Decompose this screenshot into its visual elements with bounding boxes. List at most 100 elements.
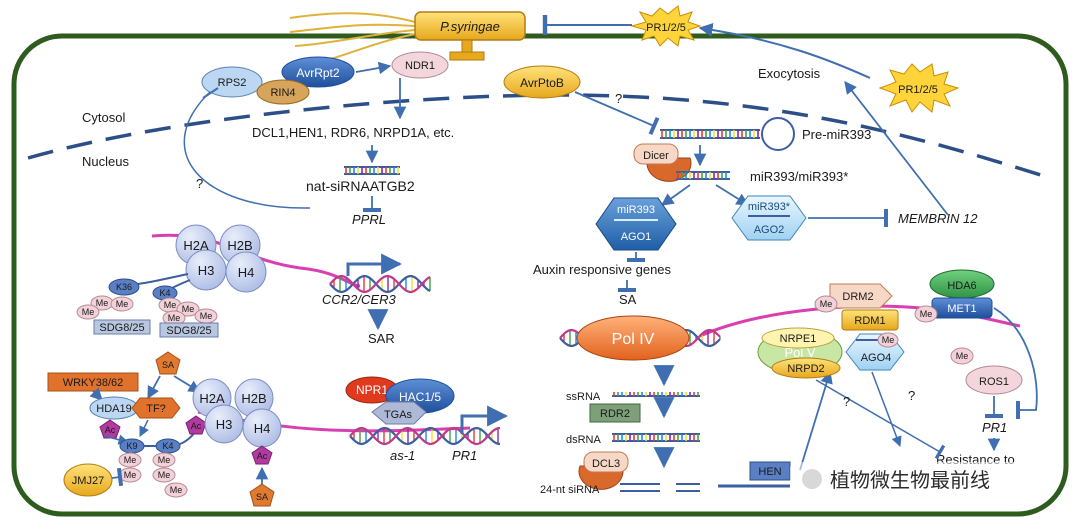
svg-text:Me: Me <box>920 309 933 319</box>
svg-text:TF?: TF? <box>146 403 166 415</box>
svg-text:ROS1: ROS1 <box>979 376 1009 388</box>
k4-top-label: K4 <box>159 288 170 298</box>
me-group-top-left: Me Me Me <box>76 295 134 320</box>
auxin-label: Auxin responsive genes <box>533 262 672 277</box>
pr-star-right-label: PR1/2/5 <box>898 84 938 96</box>
helix-strand <box>349 426 501 446</box>
svg-text:WRKY38/62: WRKY38/62 <box>63 377 124 389</box>
svg-text:SDG8/25: SDG8/25 <box>166 325 211 337</box>
ros1: ROS1 <box>965 365 1023 395</box>
nat-sirna-label: nat-siRNAATGB2 <box>306 178 415 194</box>
me-group-top-right: Me Me Me Me <box>158 297 218 326</box>
svg-text:H2A: H2A <box>199 391 225 406</box>
svg-text:NPR1: NPR1 <box>356 383 388 397</box>
svg-text:DCL3: DCL3 <box>592 458 620 470</box>
rdm1: RDM1 <box>841 309 899 331</box>
h2a-top-label: H2A <box>183 238 209 253</box>
dsrna-label: dsRNA <box>566 434 602 446</box>
pol4: Pol IV <box>576 315 690 361</box>
ago2-label: AGO2 <box>754 224 785 236</box>
k4-bot-mark: K4 <box>155 438 181 454</box>
nat-sirna-duplex <box>344 166 400 175</box>
pr-star-top: PR1/2/5 <box>630 5 702 47</box>
svg-text:Me: Me <box>96 298 109 308</box>
pathogen-label: P.syringae <box>440 19 500 34</box>
sar-label: SAR <box>368 331 395 346</box>
hen: HEN <box>749 461 791 481</box>
rin4-label: RIN4 <box>270 87 295 99</box>
svg-text:Me: Me <box>182 304 195 314</box>
tf-box: TF? <box>131 397 181 419</box>
ccr2-transcription-arrow <box>346 253 403 276</box>
sdg-right: SDG8/25 <box>159 322 219 338</box>
rps2-label: RPS2 <box>218 77 247 89</box>
drm2: DRM2 <box>829 283 893 309</box>
svg-text:DRM2: DRM2 <box>842 291 873 303</box>
svg-text:Me: Me <box>164 300 177 310</box>
to-ago2-arrow <box>715 184 750 206</box>
svg-text:K9: K9 <box>126 441 137 451</box>
svg-text:HDA6: HDA6 <box>947 280 976 292</box>
helix-strand <box>329 274 431 294</box>
svg-text:Me: Me <box>820 299 833 309</box>
svg-text:K4: K4 <box>162 441 173 451</box>
svg-text:H2B: H2B <box>241 391 266 406</box>
k9-mark: K9 <box>119 438 145 454</box>
svg-text:RDM1: RDM1 <box>854 315 885 327</box>
chromatin-rddm <box>699 304 1021 338</box>
svg-text:Me: Me <box>158 470 171 480</box>
nucleus-label: Nucleus <box>82 154 129 169</box>
me-ago4: Me <box>877 332 899 348</box>
avrrpt2-to-ndr1 <box>355 61 392 75</box>
wrky-box: WRKY38/62 <box>47 372 139 392</box>
avrptob-label: AvrPtoB <box>520 76 564 90</box>
svg-text:HDA19: HDA19 <box>96 403 131 415</box>
dcl3: DCL3 <box>578 451 629 490</box>
h4-top-label: H4 <box>238 265 255 280</box>
met1: MET1 <box>931 297 993 319</box>
svg-text:Me: Me <box>82 307 95 317</box>
dna-helix-pr1 <box>349 426 501 446</box>
membrin-label: MEMBRIN 12 <box>898 211 978 226</box>
svg-text:Me: Me <box>170 485 183 495</box>
pathogen-p-syringae: P.syringae <box>414 11 526 61</box>
ndr1: NDR1 <box>391 51 449 79</box>
svg-text:Me: Me <box>124 470 137 480</box>
svg-text:AGO4: AGO4 <box>861 352 892 364</box>
sa-mid-label: SA <box>619 292 637 307</box>
avrrpt2-label: AvrRpt2 <box>296 66 339 80</box>
ago1-complex: miR393 AGO1 <box>595 197 677 251</box>
pr1-right-label: PR1 <box>982 420 1007 435</box>
dna-helix-ccr2 <box>329 274 431 294</box>
rps2-complex: RPS2 AvrRpt2 RIN4 <box>201 56 355 105</box>
svg-text:Ac: Ac <box>191 421 202 431</box>
q-rddm-left: ? <box>843 394 850 409</box>
jmj27: JMJ27 <box>63 463 113 497</box>
pre-mir393-label: Pre-miR393 <box>802 127 871 142</box>
mir393-duplex <box>676 171 730 180</box>
svg-text:Me: Me <box>168 313 181 323</box>
rdr2: RDR2 <box>589 403 641 423</box>
ac-mark-center: Ac <box>185 415 207 435</box>
svg-text:HEN: HEN <box>758 466 781 478</box>
helix-strand <box>329 274 431 294</box>
svg-text:SA: SA <box>162 360 174 370</box>
pre-mir393-hairpin <box>660 117 795 151</box>
svg-text:NRPE1: NRPE1 <box>780 333 817 345</box>
svg-text:HAC1/5: HAC1/5 <box>399 390 441 404</box>
svg-text:Me: Me <box>882 335 895 345</box>
svg-text:Me: Me <box>200 311 213 321</box>
svg-text:JMJ27: JMJ27 <box>72 475 104 487</box>
svg-text:SDG8/25: SDG8/25 <box>99 322 144 334</box>
avrptob: AvrPtoB <box>503 65 581 99</box>
dicer: Dicer <box>633 143 692 182</box>
svg-text:H4: H4 <box>254 421 271 436</box>
exocytosis-label: Exocytosis <box>758 66 821 81</box>
svg-text:Me: Me <box>956 351 969 361</box>
svg-text:Pol V: Pol V <box>784 345 815 360</box>
nucleosome-bottom: H2A H2B H3 H4 <box>192 378 282 448</box>
me-group-bottom: Me Me Me Me Me <box>118 452 188 498</box>
watermark-text: 植物微生物最前线 <box>830 469 990 492</box>
svg-text:Me: Me <box>116 299 129 309</box>
pr-star-top-label: PR1/2/5 <box>646 22 686 34</box>
